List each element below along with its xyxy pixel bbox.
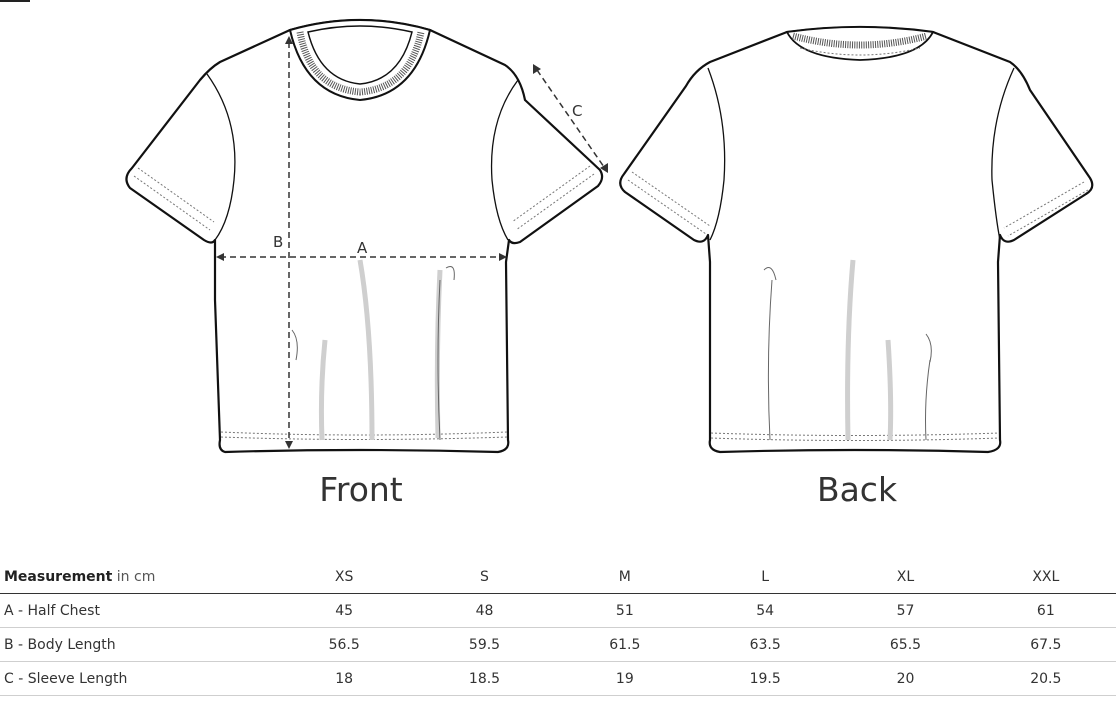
measurement-a: A — [216, 239, 507, 261]
front-tshirt-outline — [125, 18, 604, 454]
back-collar-stitch — [799, 47, 921, 56]
table-cell: 65.5 — [889, 636, 922, 653]
measurement-unit-label: in cm — [116, 568, 156, 585]
size-header-row: Measurement in cm XS S M L XL XXL — [0, 560, 1116, 594]
table-cell: 54 — [756, 602, 775, 619]
front-view-label: Front — [319, 470, 403, 509]
measurement-b-label: B — [273, 233, 283, 251]
size-chart-table: Measurement in cm XS S M L XL XXL A - Ha… — [0, 560, 1116, 696]
measurement-header-cell: Measurement in cm — [0, 560, 274, 594]
size-header-l: L — [761, 568, 770, 585]
back-tshirt — [619, 25, 1094, 454]
table-row-body-length: B - Body Length 56.5 59.5 61.5 63.5 65.5… — [0, 628, 1116, 662]
measurement-b-bottom-arrow — [285, 441, 293, 449]
back-collar — [785, 26, 935, 61]
table-cell: 59.5 — [468, 636, 501, 653]
front-hem-stitch — [220, 431, 508, 440]
front-fold-lines — [291, 266, 455, 441]
table-cell: 61.5 — [609, 636, 641, 653]
table-cell: 67.5 — [1030, 636, 1062, 653]
measurement-a-label: A — [357, 239, 368, 257]
table-cell: 20.5 — [1030, 670, 1062, 687]
measurement-b-top-arrow — [285, 36, 293, 44]
back-right-cuff-stitch — [1003, 181, 1089, 237]
back-collar-ribbing — [792, 32, 928, 49]
tshirt-diagram: A B C — [125, 18, 1094, 454]
front-right-sleeve-seam — [490, 79, 519, 241]
back-right-sleeve-seam — [991, 67, 1015, 241]
table-cell: 51 — [615, 602, 634, 619]
back-fold-shading — [845, 259, 894, 441]
back-tshirt-outline — [619, 25, 1094, 454]
back-view-label: Back — [816, 470, 898, 509]
back-left-sleeve-seam — [707, 67, 726, 241]
table-row-half-chest: A - Half Chest 45 48 51 54 57 61 — [0, 594, 1116, 628]
measurement-c-top-arrow — [533, 64, 541, 74]
measurement-a-right-arrow — [499, 253, 507, 261]
row-label: A - Half Chest — [4, 602, 100, 619]
measurement-a-left-arrow — [216, 253, 224, 261]
size-header-xl: XL — [896, 568, 915, 585]
table-cell: 63.5 — [749, 636, 781, 653]
back-fold-lines — [763, 267, 932, 441]
front-left-cuff-stitch — [133, 167, 215, 231]
front-right-cuff-stitch — [511, 165, 595, 231]
table-cell: 18.5 — [468, 670, 501, 687]
table-cell: 57 — [896, 602, 915, 619]
back-hem-stitch — [710, 432, 1000, 441]
measurement-c: C — [533, 64, 608, 173]
table-cell: 18 — [335, 670, 354, 687]
size-header-xxl: XXL — [1032, 568, 1060, 585]
front-tshirt — [125, 18, 604, 454]
table-cell: 56.5 — [328, 636, 360, 653]
table-cell: 20 — [896, 670, 915, 687]
table-cell: 61 — [1036, 602, 1055, 619]
row-label: C - Sleeve Length — [4, 670, 128, 687]
table-cell: 19.5 — [749, 670, 781, 687]
measurement-header-label: Measurement — [4, 568, 113, 585]
front-collar-ribbing — [296, 31, 425, 96]
measurement-c-label: C — [572, 102, 582, 120]
size-header-xs: XS — [334, 568, 354, 585]
row-label: B - Body Length — [4, 636, 116, 653]
table-cell: 48 — [475, 602, 494, 619]
measurement-c-bottom-arrow — [600, 163, 608, 173]
table-row-sleeve-length: C - Sleeve Length 18 18.5 19 19.5 20 20.… — [0, 662, 1116, 696]
size-header-s: S — [480, 568, 489, 585]
measurement-b: B — [273, 36, 293, 449]
front-left-sleeve-seam — [206, 73, 236, 241]
table-cell: 45 — [335, 602, 354, 619]
corner-mark — [0, 0, 30, 2]
front-collar-inner — [307, 25, 413, 85]
size-header-m: M — [618, 568, 631, 585]
table-cell: 19 — [615, 670, 634, 687]
